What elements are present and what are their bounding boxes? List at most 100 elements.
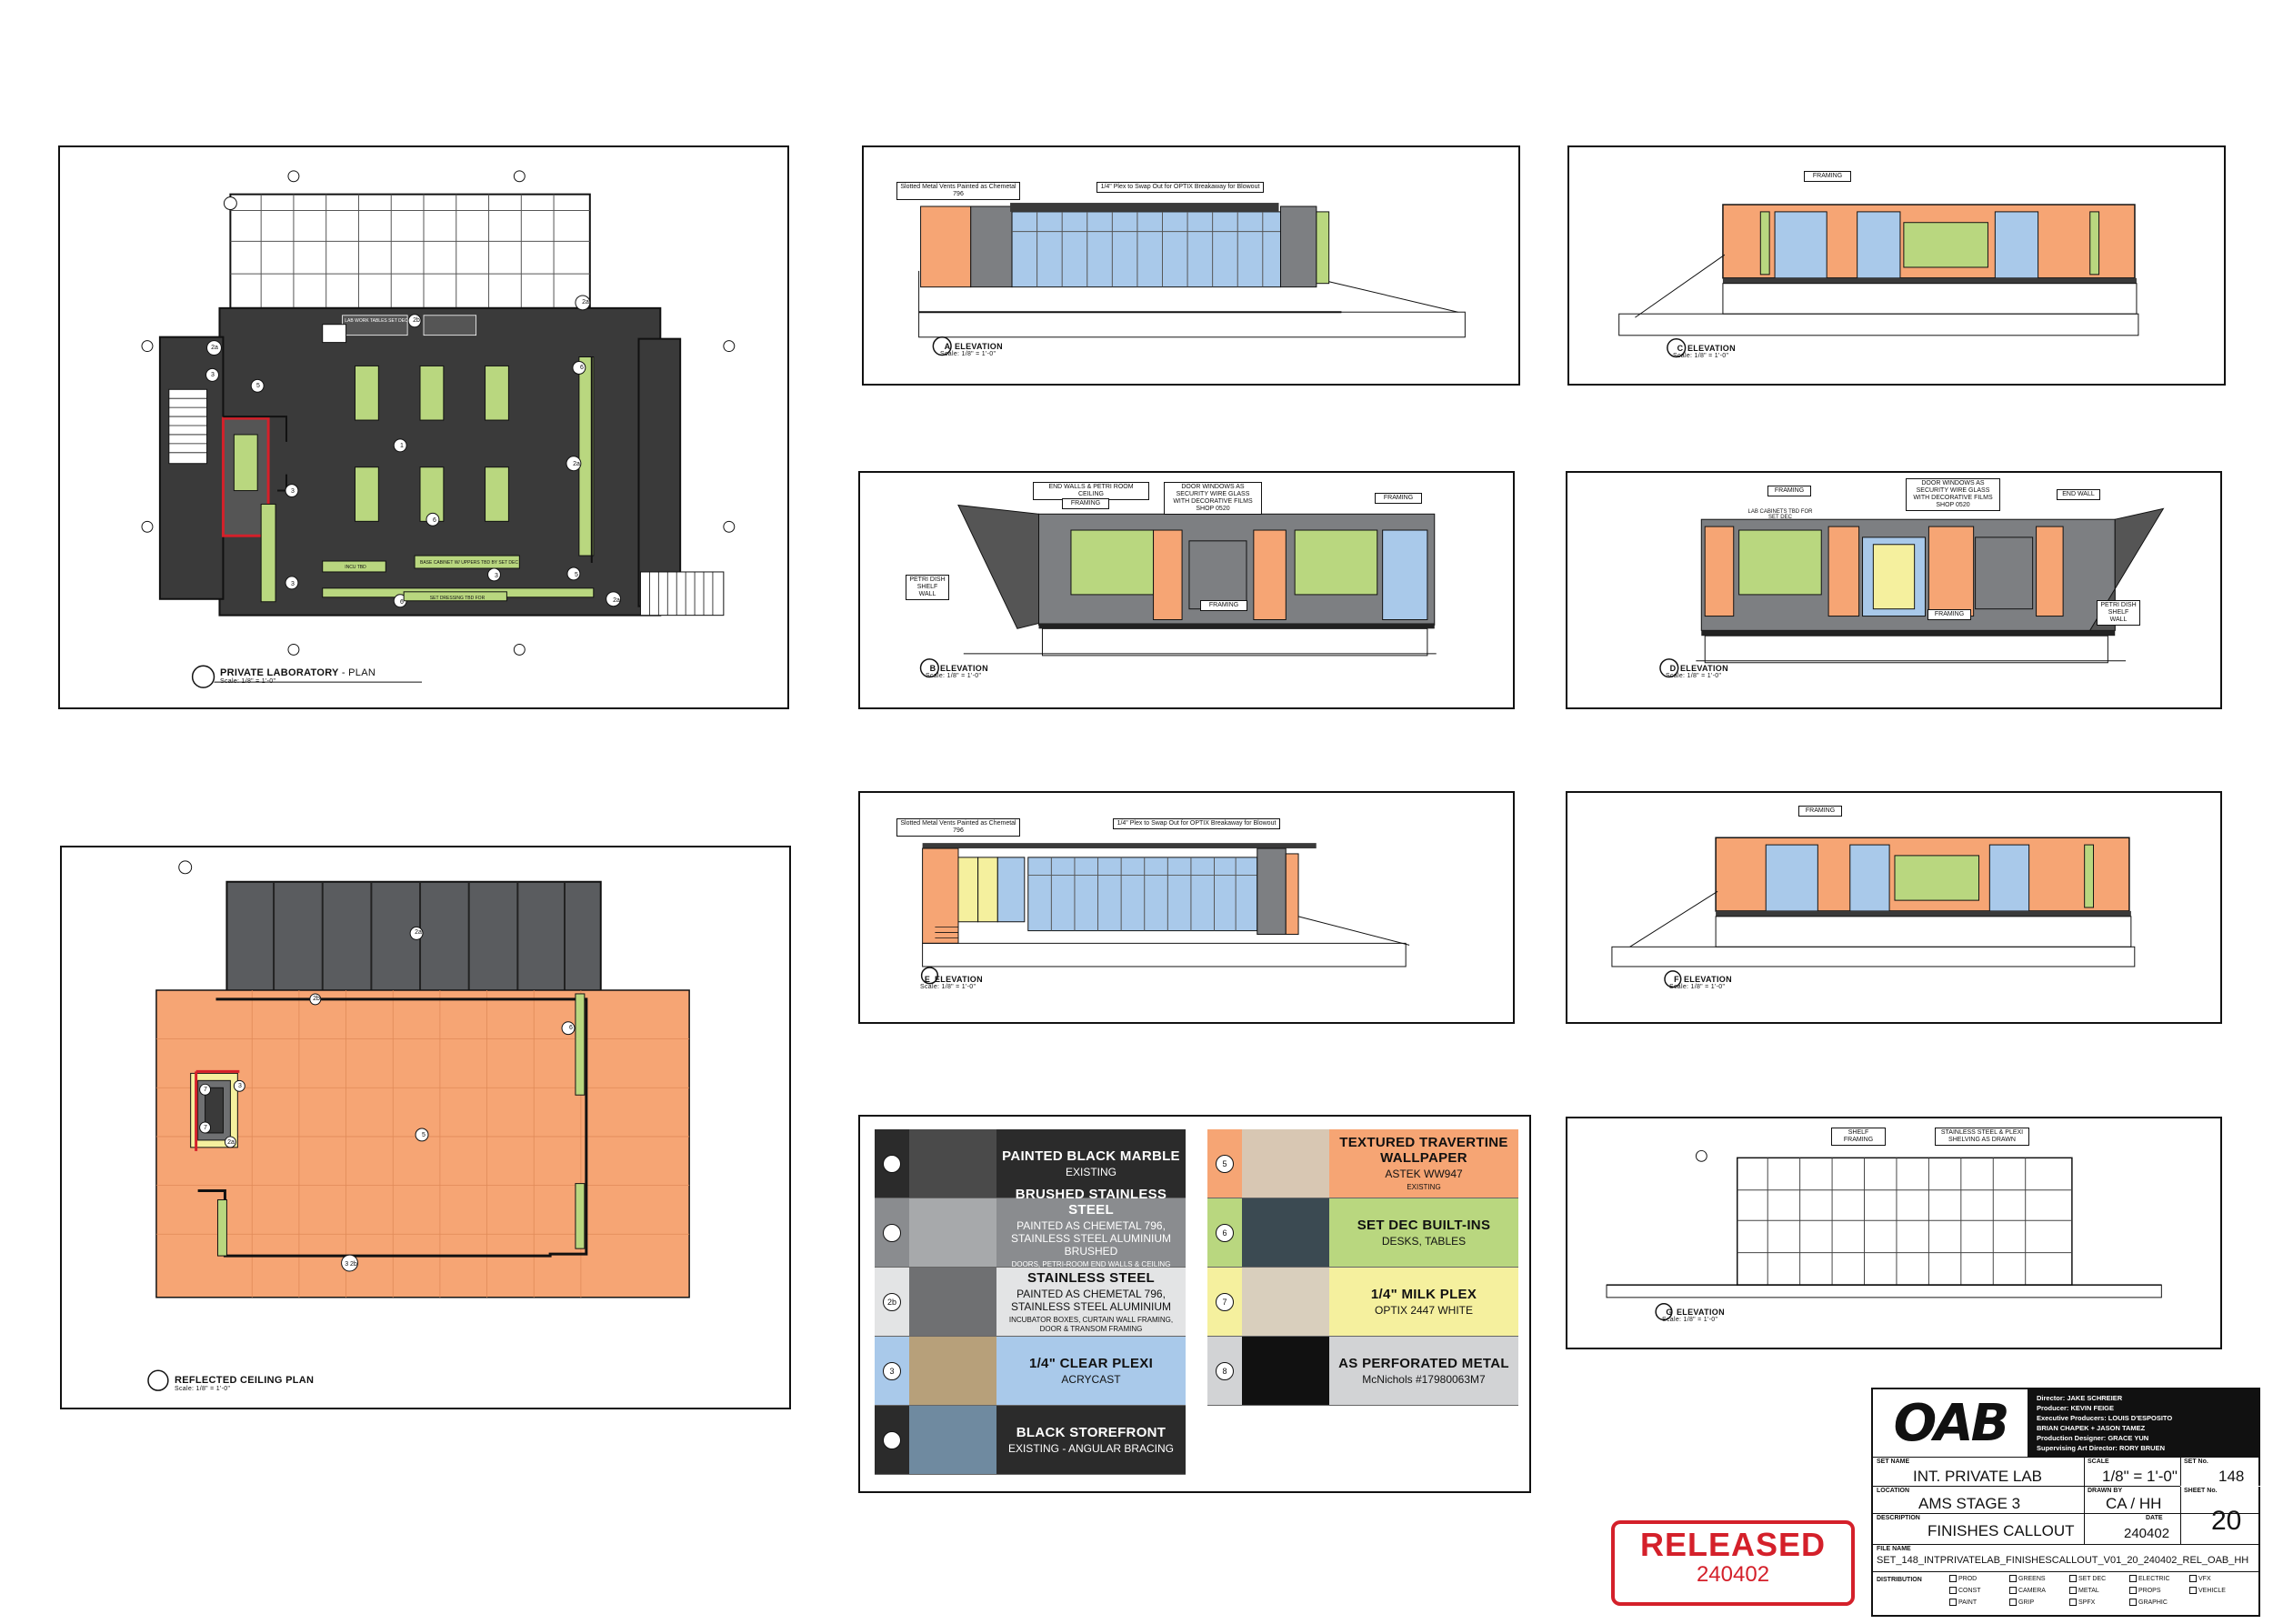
checkbox[interactable]: [2009, 1587, 2017, 1594]
elevation-d-drawing: [1659, 507, 2165, 678]
plan-tag: 3: [291, 488, 295, 495]
plan-tag: 5: [256, 383, 260, 389]
legend-swatch-image: [909, 1268, 996, 1336]
plan-tag: 2b: [413, 317, 420, 324]
scale-value: 1/8" = 1'-0": [2102, 1468, 2178, 1485]
distribution-item[interactable]: PROPS: [2129, 1587, 2161, 1594]
checkbox[interactable]: [1949, 1587, 1957, 1594]
checkbox[interactable]: [2129, 1599, 2137, 1606]
elevation-b-callout: DOOR WINDOWS AS SECURITY WIRE GLASS WITH…: [1164, 482, 1262, 515]
distribution-item[interactable]: CONST: [1949, 1587, 1981, 1594]
checkbox[interactable]: [2069, 1575, 2077, 1582]
legend-name: PAINTED BLACK MARBLE: [1002, 1148, 1180, 1164]
legend-number: 3: [875, 1337, 909, 1405]
rcp-tag: 2a: [415, 929, 422, 936]
checkbox[interactable]: [2009, 1599, 2017, 1606]
file-name-label: FILE NAME: [1877, 1546, 1911, 1552]
checkbox[interactable]: [2129, 1575, 2137, 1582]
legend-number: 1: [875, 1129, 909, 1198]
distribution-item[interactable]: CAMERA: [2009, 1587, 2046, 1594]
plan-panel: PRIVATE LABORATORY - PLAN Scale: 1/8" = …: [58, 145, 789, 709]
distribution-item[interactable]: ELECTRIC: [2129, 1575, 2170, 1582]
credit-exec-producers-2: BRIAN CHAPEK + JASON TAMEZ: [2037, 1424, 2146, 1432]
elevation-f-callout: FRAMING: [1798, 806, 1842, 817]
distribution-item[interactable]: METAL: [2069, 1587, 2099, 1594]
sheet-no-value: 20: [2211, 1506, 2242, 1536]
elevation-a-callout: Slotted Metal Vents Painted as Chemetal …: [896, 182, 1020, 200]
plan-drawing: [141, 170, 736, 688]
rcp-tag: 3 2b: [345, 1261, 357, 1268]
plan-title: PRIVATE LABORATORY - PLAN Scale: 1/8" = …: [220, 667, 376, 685]
elevation-d-callout: DOOR WINDOWS AS SECURITY WIRE GLASS WITH…: [1906, 478, 2000, 511]
legend-desc: INCUBATOR BOXES, CURTAIN WALL FRAMING, D…: [1008, 1315, 1174, 1333]
distribution-item[interactable]: GREENS: [2009, 1575, 2046, 1582]
plan-scale: Scale: 1/8" = 1'-0": [220, 678, 276, 685]
elevation-b-callout: PETRI DISH SHELF WALL: [906, 575, 949, 600]
checkbox[interactable]: [2069, 1599, 2077, 1606]
plan-tag: 3: [291, 581, 295, 587]
checkbox[interactable]: [2009, 1575, 2017, 1582]
legend-swatch-image: [1242, 1198, 1329, 1267]
plan-tag: 6: [433, 517, 436, 524]
checkbox[interactable]: [2129, 1587, 2137, 1594]
legend-swatch-image: [1242, 1268, 1329, 1336]
plan-tag: 2a: [573, 461, 580, 467]
rcp-title: REFLECTED CEILING PLAN Scale: 1/8" = 1'-…: [175, 1375, 315, 1392]
date-label: DATE: [2146, 1515, 2163, 1521]
elevation-c-drawing: [1618, 204, 2139, 358]
legend-number: 2a: [875, 1198, 909, 1267]
legend-swatch-image: [1242, 1337, 1329, 1405]
rcp-panel: 2a 2b 5 6 7 3 7 2a 3 2b REFLECTED CEILIN…: [60, 846, 791, 1409]
elevation-d-callout: FRAMING: [1767, 486, 1811, 496]
elevation-c-callout: FRAMING: [1804, 171, 1851, 182]
plan-note-set-dressing: SET DRESSING TBD FOR: [429, 596, 486, 601]
drawn-by-label: DRAWN BY: [2088, 1488, 2123, 1494]
distribution-item[interactable]: VFX: [2189, 1575, 2211, 1582]
distribution-item[interactable]: SET DEC: [2069, 1575, 2106, 1582]
rcp-tag: 6: [569, 1025, 573, 1031]
distribution-item[interactable]: PAINT: [1949, 1599, 1977, 1606]
distribution-item[interactable]: GRAPHIC: [2129, 1599, 2168, 1606]
legend-sub: DESKS, TABLES: [1381, 1235, 1467, 1248]
legend-sub: PAINTED AS CHEMETAL 796, STAINLESS STEEL…: [1010, 1287, 1172, 1313]
checkbox[interactable]: [2189, 1587, 2197, 1594]
checkbox[interactable]: [2189, 1575, 2197, 1582]
legend-name: TEXTURED TRAVERTINE WALLPAPER: [1339, 1135, 1508, 1166]
plan-tag: 2a: [613, 597, 620, 604]
checkbox[interactable]: [2069, 1587, 2077, 1594]
checkbox[interactable]: [1949, 1575, 1957, 1582]
oab-logo: OAB: [1893, 1393, 2010, 1453]
checkbox[interactable]: [1949, 1599, 1957, 1606]
elevation-b-callout: FRAMING: [1062, 498, 1109, 509]
location-value: AMS STAGE 3: [1918, 1495, 2021, 1512]
credit-production-designer: Production Designer: GRACE YUN: [2037, 1434, 2149, 1442]
legend-sub: ASTEK WW947: [1385, 1168, 1463, 1180]
elevation-f-drawing: [1611, 837, 2136, 988]
elevation-g-panel: SHELF FRAMING STAINLESS STEEL & PLEXI SH…: [1566, 1117, 2222, 1349]
distribution-item[interactable]: GRIP: [2009, 1599, 2034, 1606]
elevation-b-callout: FRAMING: [1200, 600, 1247, 611]
distribution-item[interactable]: SPFX: [2069, 1599, 2095, 1606]
elevation-b-drawing: [919, 504, 1437, 678]
location-label: LOCATION: [1877, 1488, 1910, 1494]
legend-swatch-image: [909, 1406, 996, 1474]
rcp-tag: 2b: [313, 996, 320, 1002]
distribution-item[interactable]: VEHICLE: [2189, 1587, 2226, 1594]
set-name-label: SET NAME: [1877, 1459, 1910, 1465]
legend-name: STAINLESS STEEL: [1026, 1269, 1156, 1286]
distribution-item[interactable]: PROD: [1949, 1575, 1977, 1582]
elevation-g-callout: SHELF FRAMING: [1831, 1128, 1886, 1146]
